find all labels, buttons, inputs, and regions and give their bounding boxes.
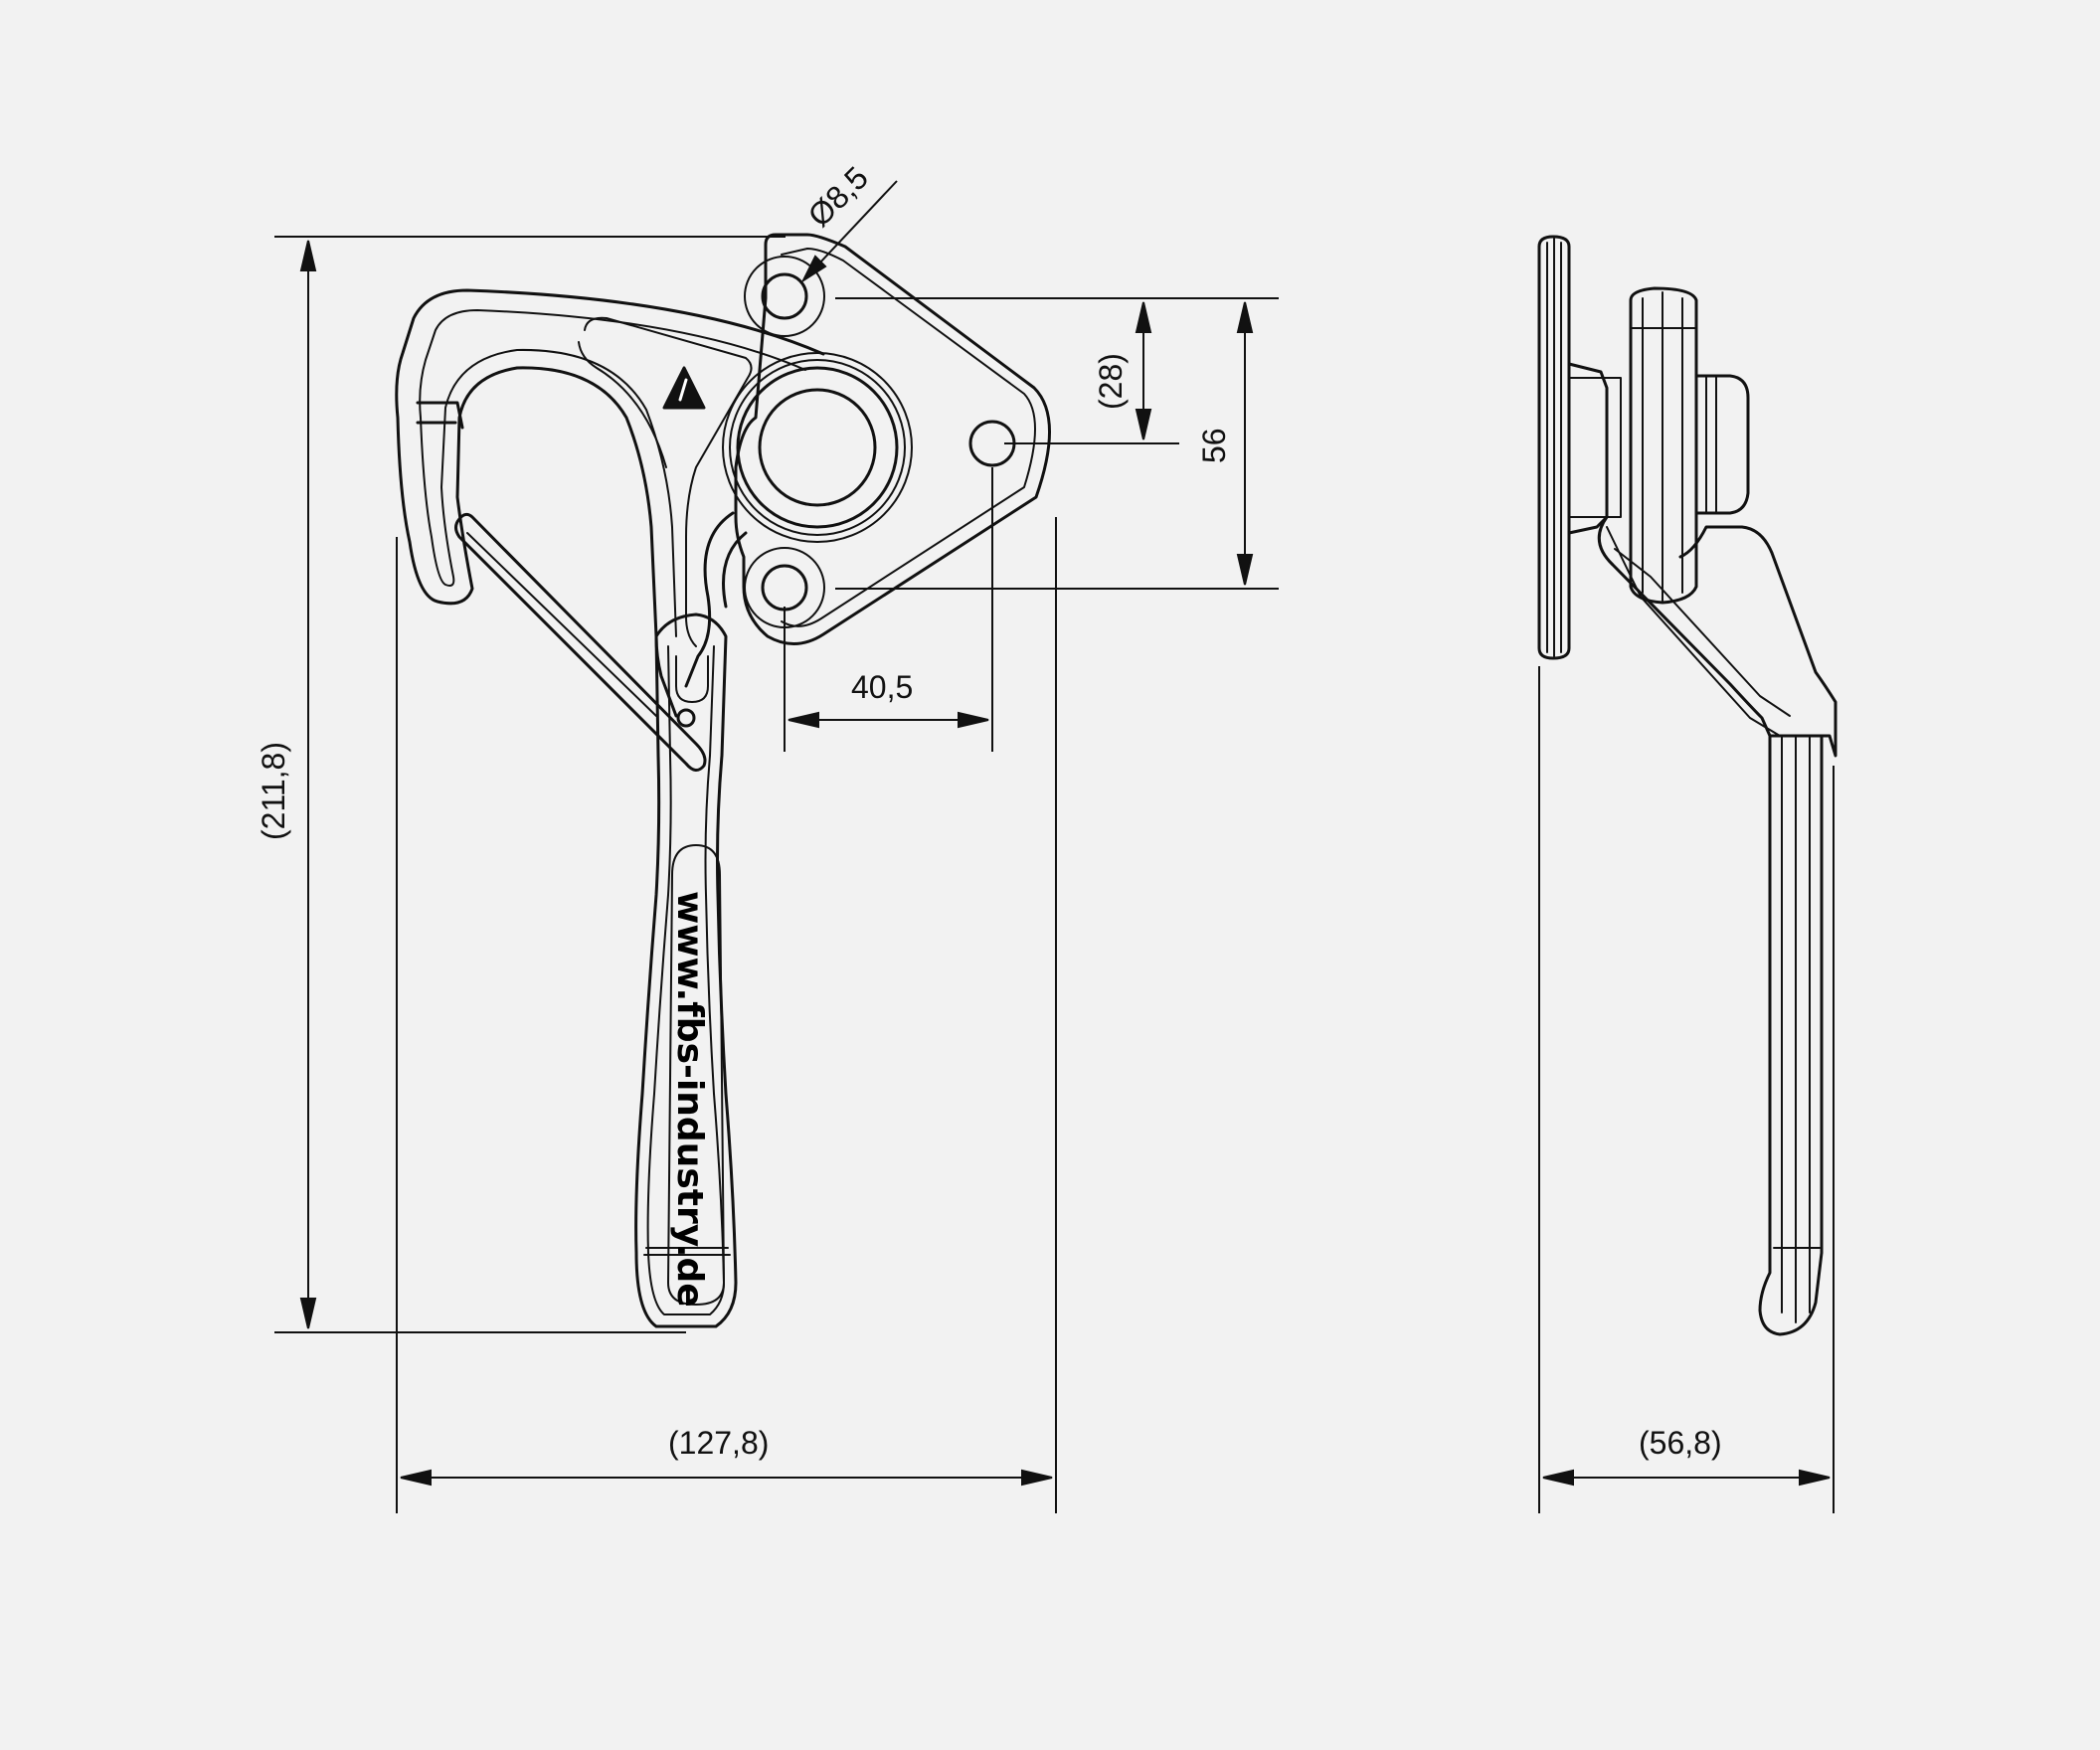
front-view: www.fbs-industry.de	[395, 233, 1051, 1328]
spacing-56-label: 56	[1196, 428, 1232, 463]
side-nut	[1694, 374, 1750, 515]
logo-recess	[667, 844, 725, 1306]
side-handle	[1758, 734, 1824, 1336]
front-dimensions: (211,8) (127,8) Ø8,5 (28) 56 40,5	[256, 159, 1279, 1513]
side-dimensions: (56,8)	[1538, 666, 1835, 1513]
width-total-label: (127,8)	[668, 1425, 769, 1461]
base-plate	[734, 233, 1051, 645]
hook-tip	[416, 401, 464, 430]
handle-slot-top	[675, 655, 709, 703]
spring-pin	[676, 708, 696, 728]
base-plate-inner	[781, 248, 1036, 627]
side-hub	[1567, 362, 1609, 535]
hole-diameter-label: Ø8,5	[800, 159, 875, 234]
arm-ridge	[578, 316, 753, 647]
hub-cradle	[684, 511, 748, 688]
handle	[634, 612, 738, 1328]
height-total-label: (211,8)	[256, 742, 291, 840]
hook-arm	[395, 288, 825, 718]
spacing-28-label: (28)	[1093, 353, 1129, 410]
depth-total-label: (56,8)	[1639, 1425, 1722, 1461]
side-view	[1537, 235, 1838, 1336]
side-arm	[1597, 515, 1838, 758]
hook-arm-inner	[419, 309, 806, 637]
spring-wire	[454, 512, 707, 772]
handle-logo: www.fbs-industry.de	[669, 891, 710, 1308]
handle-inner	[646, 645, 725, 1315]
mounting-hole-top	[744, 256, 825, 337]
pivot-hub	[722, 352, 913, 543]
spacing-40-5-label: 40,5	[851, 669, 913, 705]
side-base-plate	[1537, 235, 1571, 660]
